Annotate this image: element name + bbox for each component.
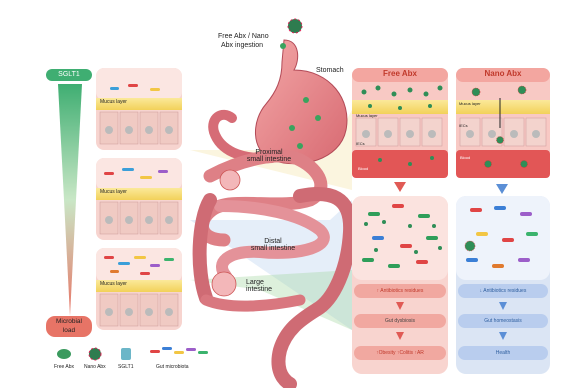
left-panel-proximal bbox=[96, 68, 182, 150]
large-label-line-1: Large bbox=[246, 279, 272, 286]
nano-blood-label: Blood bbox=[460, 156, 470, 160]
free-mucus-label: Mucus layer bbox=[356, 114, 378, 118]
large-label-line-2: intestine bbox=[246, 286, 272, 293]
ingestion-label-line-2: Abx ingestion bbox=[221, 42, 263, 49]
free-outcome-dysbiosis: Gut dysbiosis bbox=[354, 318, 446, 324]
proximal-inset bbox=[220, 170, 240, 190]
large-intestine-inset bbox=[212, 272, 236, 296]
free-abx-panel bbox=[352, 68, 448, 192]
nano-abx-title: Nano Abx bbox=[456, 70, 550, 78]
nano-mucus-label: Mucus layer bbox=[459, 102, 481, 106]
nano-abx-legend-icon bbox=[89, 348, 101, 360]
large-mucus-label: Mucus layer bbox=[100, 282, 127, 287]
free-outcome-diseases: ↑Obesity ↑Colitis ↑AR bbox=[354, 350, 446, 356]
free-outcome-residues-text: Antibiotics residues bbox=[380, 288, 423, 294]
legend-nano-abx: Nano Abx bbox=[84, 365, 106, 370]
sglt1-pill: SGLT1 bbox=[46, 69, 92, 81]
microbiota-legend-icon bbox=[150, 347, 208, 354]
distal-label-line-1: Distal bbox=[244, 238, 302, 245]
left-panel-distal bbox=[96, 158, 182, 240]
proximal-label-line-1: Proximal bbox=[240, 149, 298, 156]
free-outcome-obesity: Obesity bbox=[379, 350, 396, 356]
gut-illustration bbox=[200, 40, 351, 384]
nano-outcome-panel bbox=[456, 196, 550, 374]
proximal-label-line-2: small intestine bbox=[240, 156, 298, 163]
legend-icons bbox=[57, 347, 208, 360]
nano-outcome-homeostasis: Gut homeostasis bbox=[458, 318, 548, 324]
microbial-load-line-2: load bbox=[46, 326, 92, 335]
large-label: Large intestine bbox=[246, 279, 272, 294]
proximal-label: Proximal small intestine bbox=[240, 149, 298, 164]
distal-label: Distal small intestine bbox=[244, 238, 302, 253]
free-outcome-ar: AR bbox=[417, 350, 424, 356]
sglt1-legend-icon bbox=[121, 348, 131, 360]
microbial-load-pill: Microbial load bbox=[46, 316, 92, 337]
free-outcome-colitis: Colitis bbox=[399, 350, 413, 356]
free-blood-label: Blood bbox=[358, 167, 368, 171]
legend-microbiota: Gut microbiota bbox=[156, 365, 189, 370]
nano-outcome-residues-text: Antibiotics residues bbox=[483, 288, 526, 294]
distal-mucus-label: Mucus layer bbox=[100, 190, 127, 195]
nano-outcome-residues: ↓ Antibiotics residues bbox=[458, 288, 548, 294]
nano-outcome-health: Health bbox=[458, 350, 548, 356]
ingestion-label-line-1: Free Abx / Nano bbox=[218, 33, 269, 40]
sglt1-gradient bbox=[58, 84, 82, 316]
distal-label-line-2: small intestine bbox=[244, 245, 302, 252]
free-abx-legend-icon bbox=[57, 349, 71, 359]
free-iecs-label: IECs bbox=[356, 142, 365, 146]
legend-free-abx: Free Abx bbox=[54, 365, 74, 370]
nano-abx-panel bbox=[456, 68, 550, 194]
nano-iecs-label: IECs bbox=[459, 124, 468, 128]
legend-sglt1: SGLT1 bbox=[118, 365, 133, 370]
microbial-load-line-1: Microbial bbox=[46, 317, 92, 326]
proximal-mucus-label: Mucus layer bbox=[100, 100, 127, 105]
stomach-label: Stomach bbox=[316, 67, 344, 74]
free-outcome-residues: ↑ Antibiotics residues bbox=[354, 288, 446, 294]
free-abx-title: Free Abx bbox=[352, 70, 448, 78]
free-outcome-panel bbox=[352, 196, 448, 374]
left-panel-large bbox=[96, 248, 182, 330]
